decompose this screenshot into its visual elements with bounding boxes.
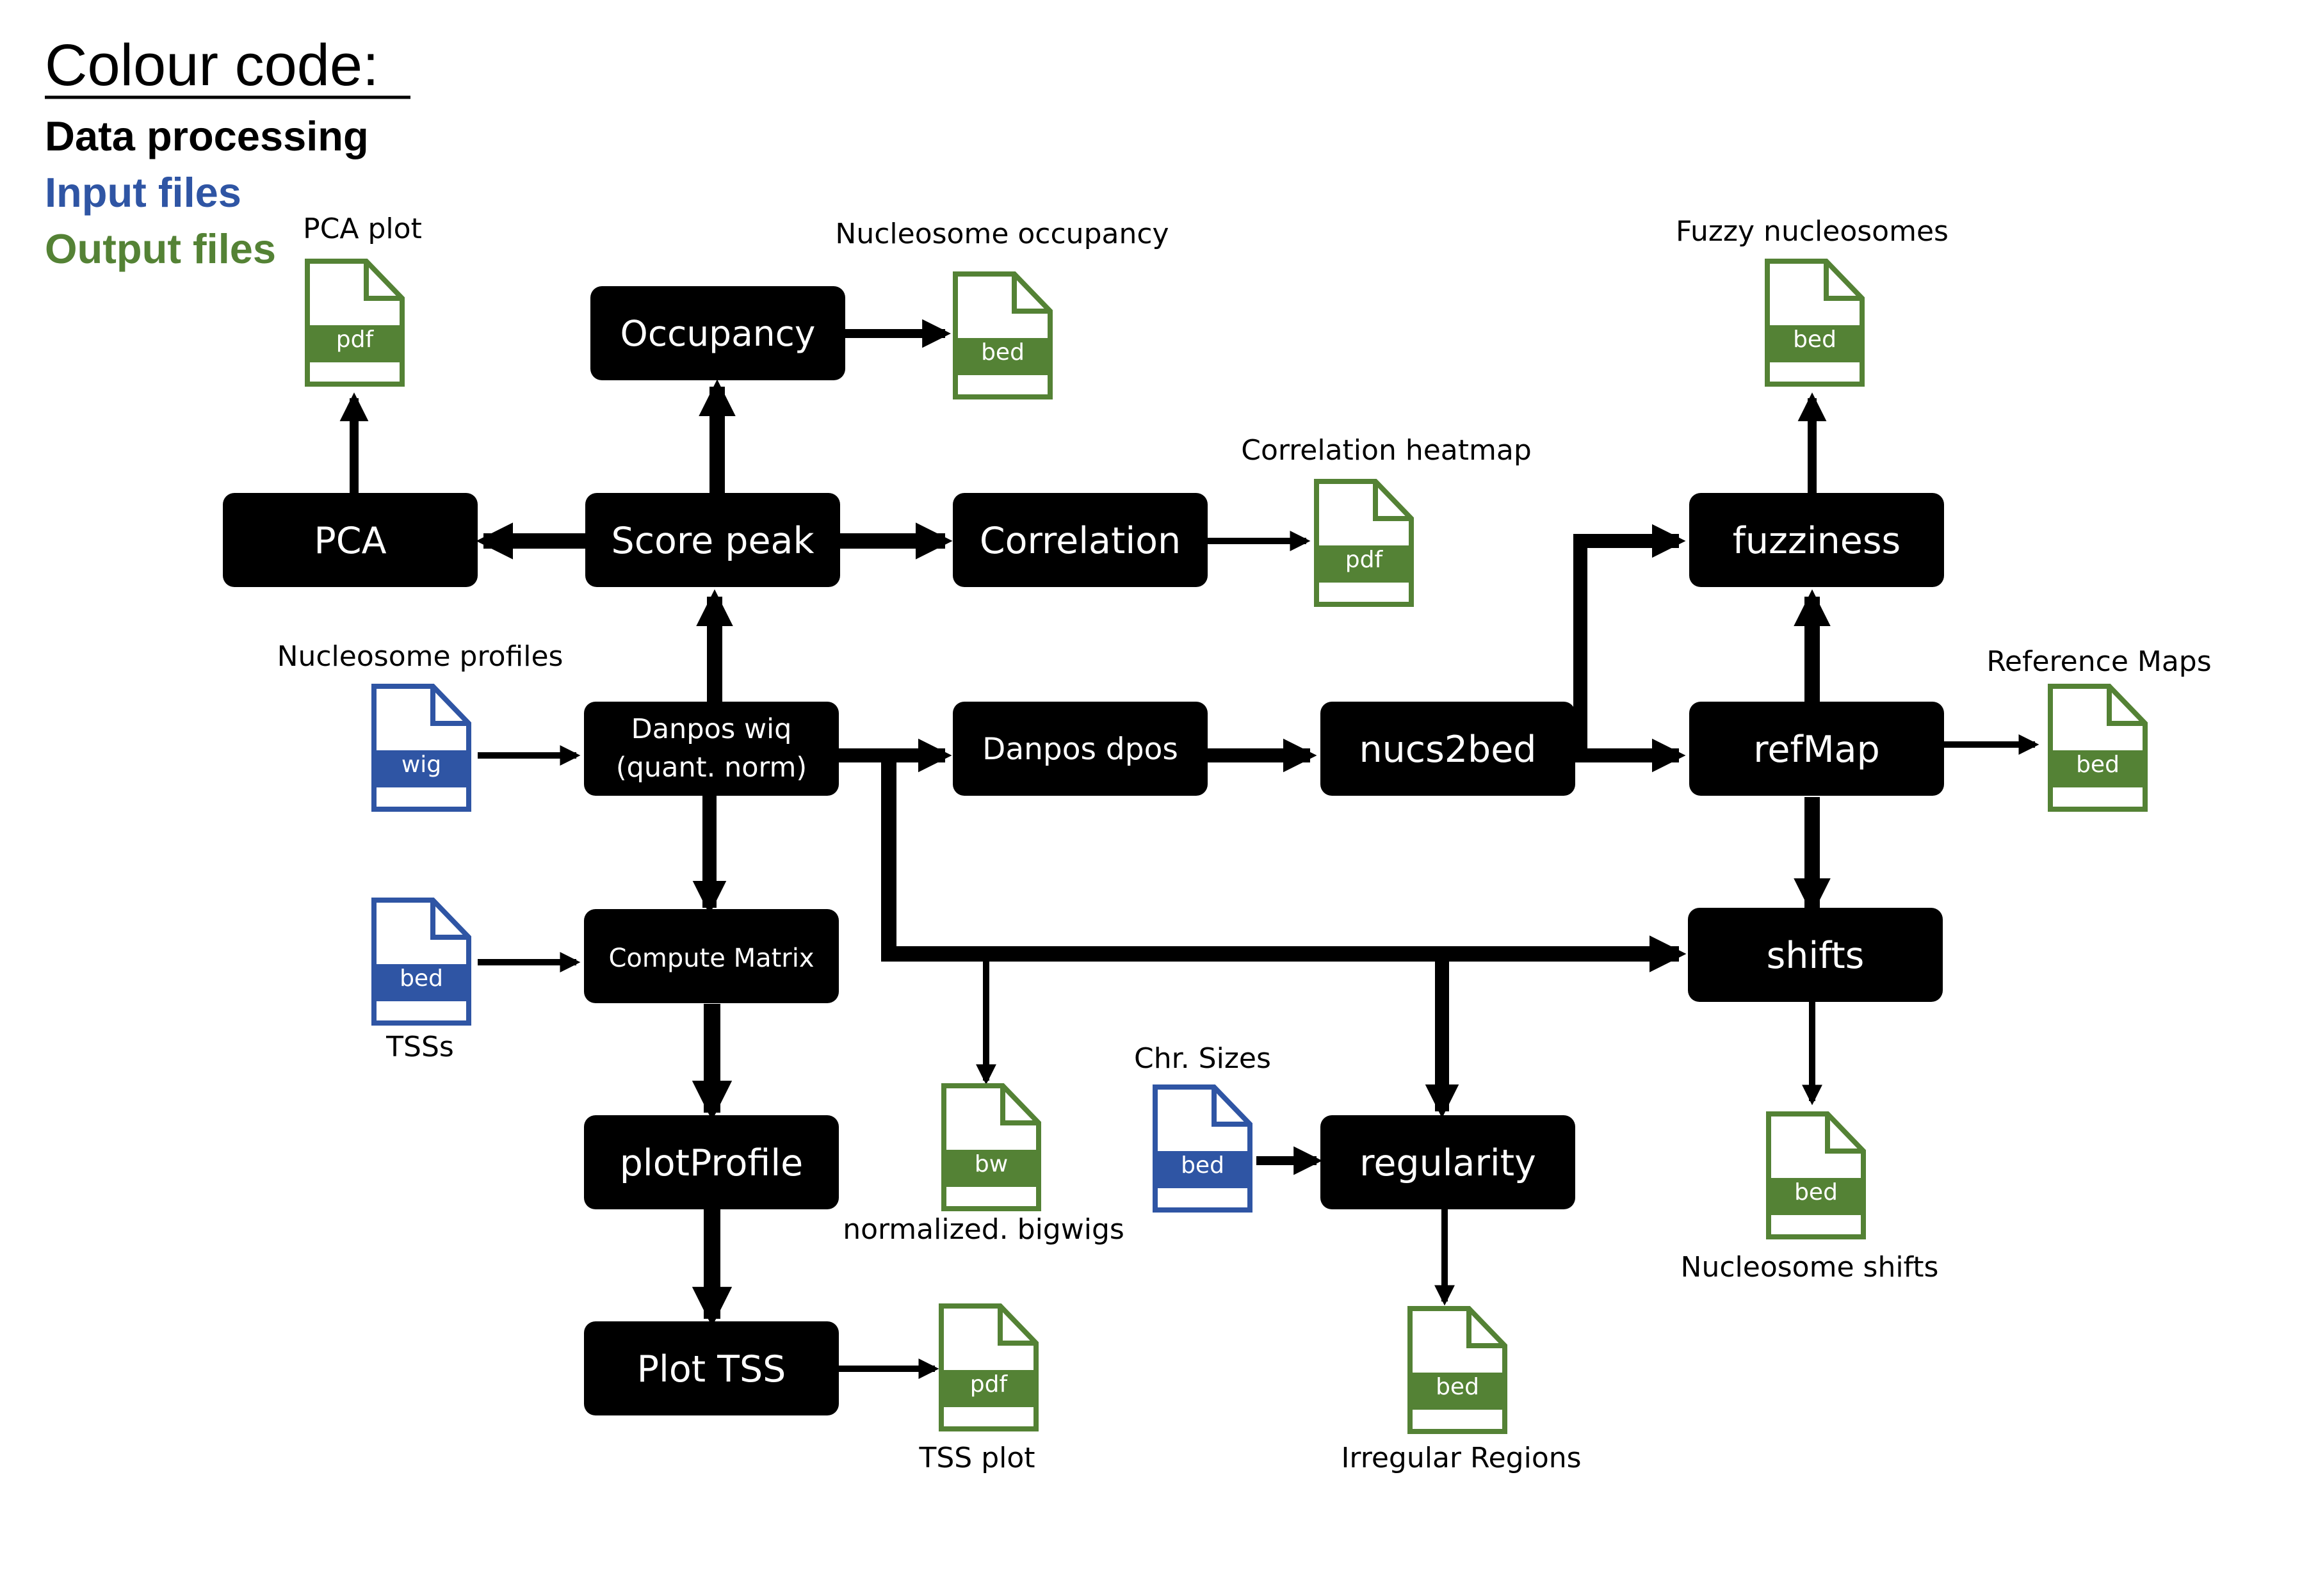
bw-file-icon — [944, 1086, 1039, 1209]
file-fuzzy-nucleosomes-ext: bed — [1793, 326, 1836, 353]
node-danpos-wiq-line1: Danpos wiq — [631, 713, 792, 745]
node-danpos-wiq: Danpos wiq (quant. norm) — [584, 702, 839, 796]
node-plot-profile-label: plotProfile — [620, 1142, 803, 1184]
file-irregular-regions: bed Irregular Regions — [1341, 1309, 1582, 1474]
node-correlation: Correlation — [953, 493, 1208, 587]
file-reference-maps: Reference Maps bed — [1986, 645, 2212, 809]
file-tsss-label: TSSs — [385, 1031, 454, 1063]
file-reference-maps-label: Reference Maps — [1986, 645, 2211, 678]
node-plot-profile: plotProfile — [584, 1115, 839, 1209]
node-compute-matrix: Compute Matrix — [584, 909, 839, 1003]
pdf-file-icon — [1317, 481, 1411, 604]
legend-outputs: Output files — [45, 225, 276, 272]
file-chr-sizes-ext: bed — [1181, 1152, 1224, 1179]
file-normalized-bigwigs-label: normalized. bigwigs — [843, 1213, 1124, 1246]
file-correlation-heatmap-ext: pdf — [1345, 547, 1384, 573]
pdf-file-icon — [941, 1306, 1036, 1429]
file-nucleosome-occupancy-label: Nucleosome occupancy — [835, 218, 1169, 250]
file-nucleosome-profiles-label: Nucleosome profiles — [277, 640, 563, 673]
file-nucleosome-shifts-label: Nucleosome shifts — [1681, 1251, 1939, 1284]
file-tsss: bed TSSs — [374, 900, 469, 1063]
bed-file-icon — [955, 274, 1050, 397]
file-pca-plot-label: PCA plot — [303, 213, 422, 245]
file-chr-sizes-label: Chr. Sizes — [1134, 1042, 1271, 1075]
node-correlation-label: Correlation — [980, 520, 1181, 562]
file-nucleosome-profiles: Nucleosome profiles wig — [277, 640, 563, 809]
file-irregular-regions-ext: bed — [1436, 1374, 1479, 1400]
node-compute-matrix-label: Compute Matrix — [608, 944, 814, 973]
node-occupancy: Occupancy — [590, 286, 845, 380]
file-fuzzy-nucleosomes-label: Fuzzy nucleosomes — [1676, 215, 1949, 248]
file-normalized-bigwigs-ext: bw — [975, 1151, 1008, 1177]
file-pca-plot-ext: pdf — [336, 326, 375, 353]
node-shifts: shifts — [1688, 908, 1943, 1002]
bed-file-icon — [374, 900, 469, 1023]
file-nucleosome-profiles-ext: wig — [401, 752, 441, 778]
file-correlation-heatmap: Correlation heatmap pdf — [1241, 434, 1532, 604]
node-refmap: refMap — [1689, 702, 1944, 796]
arrow-wiq-shifts — [881, 755, 1687, 972]
node-fuzziness-label: fuzziness — [1733, 520, 1901, 562]
file-nucleosome-occupancy: Nucleosome occupancy bed — [835, 218, 1169, 397]
node-score-peak-label: Score peak — [612, 520, 815, 562]
wig-file-icon — [374, 686, 469, 809]
node-danpos-dpos-label: Danpos dpos — [982, 732, 1178, 767]
file-fuzzy-nucleosomes: Fuzzy nucleosomes bed — [1676, 215, 1949, 384]
file-tsss-ext: bed — [400, 965, 443, 992]
file-normalized-bigwigs: bw normalized. bigwigs — [843, 1086, 1124, 1246]
node-score-peak: Score peak — [585, 493, 840, 587]
arrow-nucs2bed-fuzziness — [1573, 524, 1686, 755]
node-pca: PCA — [223, 493, 478, 587]
bed-file-icon — [1767, 261, 1862, 384]
node-occupancy-label: Occupancy — [620, 313, 816, 354]
file-tss-plot-label: TSS plot — [918, 1442, 1035, 1474]
file-tss-plot: pdf TSS plot — [918, 1306, 1036, 1474]
file-tss-plot-ext: pdf — [970, 1371, 1009, 1398]
node-pca-label: PCA — [314, 520, 386, 562]
node-nucs2bed: nucs2bed — [1320, 702, 1575, 796]
file-icons: PCA plot pdf Nucleosome occupancy bed Co… — [277, 213, 2212, 1474]
file-pca-plot: PCA plot pdf — [303, 213, 422, 384]
file-reference-maps-ext: bed — [2076, 752, 2119, 778]
bed-file-icon — [1410, 1309, 1505, 1431]
legend-title: Colour code: — [45, 33, 379, 98]
node-nucs2bed-label: nucs2bed — [1359, 729, 1537, 771]
node-refmap-label: refMap — [1753, 729, 1880, 771]
file-chr-sizes: Chr. Sizes bed — [1134, 1042, 1271, 1210]
legend-inputs: Input files — [45, 169, 241, 216]
file-nucleosome-shifts-ext: bed — [1794, 1179, 1838, 1205]
node-plot-tss-label: Plot TSS — [637, 1348, 786, 1390]
bed-file-icon — [1155, 1087, 1250, 1210]
legend: Colour code: Data processing Input files… — [45, 33, 410, 272]
node-danpos-wiq-line2: (quant. norm) — [616, 752, 807, 784]
node-plot-tss: Plot TSS — [584, 1321, 839, 1415]
connectors — [339, 319, 2039, 1380]
node-fuzziness: fuzziness — [1689, 493, 1944, 587]
pdf-file-icon — [307, 261, 402, 384]
file-correlation-heatmap-label: Correlation heatmap — [1241, 434, 1532, 467]
bed-file-icon — [2050, 686, 2145, 809]
node-danpos-dpos: Danpos dpos — [953, 702, 1208, 796]
bed-file-icon — [1769, 1114, 1863, 1237]
node-shifts-label: shifts — [1767, 935, 1865, 977]
node-regularity: regularity — [1320, 1115, 1575, 1209]
process-nodes: Occupancy PCA Score peak Correlation Dan… — [223, 286, 1944, 1415]
node-regularity-label: regularity — [1359, 1142, 1536, 1184]
legend-processing: Data processing — [45, 113, 369, 159]
file-irregular-regions-label: Irregular Regions — [1341, 1442, 1581, 1474]
file-nucleosome-shifts: bed Nucleosome shifts — [1681, 1114, 1939, 1284]
file-nucleosome-occupancy-ext: bed — [981, 339, 1025, 366]
